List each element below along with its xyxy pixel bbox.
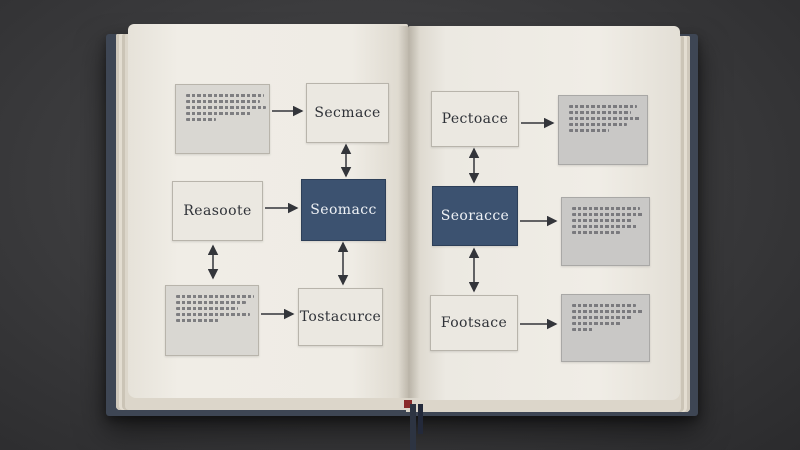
left-top-note	[175, 84, 270, 154]
note-scribble	[572, 231, 620, 234]
note-scribble	[572, 219, 632, 222]
right-bottom-box-text: Footsace	[440, 315, 508, 331]
right-top-box-text: Pectoace	[441, 111, 509, 127]
right-bottom-box: Footsace	[430, 295, 518, 351]
note-scribble	[176, 295, 254, 298]
note-scribble	[569, 117, 641, 120]
right-middle-note	[561, 197, 650, 266]
left-middle-box-text: Reasoote	[183, 203, 252, 219]
note-scribble	[572, 322, 622, 325]
note-scribble	[572, 304, 636, 307]
note-scribble	[569, 105, 637, 108]
bookmark-ribbon-secondary	[418, 404, 423, 434]
note-scribble	[186, 106, 266, 109]
left-middle-dark-box: Seomacc	[301, 179, 386, 241]
right-top-box: Pectoace	[431, 91, 519, 147]
right-top-note	[558, 95, 648, 165]
right-bottom-note	[561, 294, 650, 362]
note-scribble	[176, 313, 250, 316]
bookmark-ribbon	[410, 404, 416, 450]
note-scribble	[569, 111, 631, 114]
note-scribble	[572, 328, 594, 331]
note-scribble	[186, 94, 264, 97]
note-scribble	[176, 307, 238, 310]
left-top-box-text: Secmace	[314, 105, 381, 121]
note-scribble	[572, 213, 644, 216]
left-middle-dark-box-text: Seomacc	[310, 202, 377, 218]
left-bottom-box: Tostacurce	[298, 288, 383, 346]
note-scribble	[186, 118, 216, 121]
note-scribble	[176, 319, 220, 322]
left-middle-box: Reasoote	[172, 181, 263, 241]
note-scribble	[186, 112, 252, 115]
note-scribble	[572, 316, 632, 319]
note-scribble	[176, 301, 246, 304]
left-bottom-box-text: Tostacurce	[299, 309, 382, 325]
right-middle-dark-box-text: Seoracce	[440, 208, 510, 224]
note-scribble	[569, 129, 609, 132]
note-scribble	[572, 310, 644, 313]
left-top-box: Secmace	[306, 83, 389, 143]
note-scribble	[569, 123, 627, 126]
book-gutter	[398, 26, 420, 398]
left-bottom-note	[165, 285, 259, 356]
note-scribble	[572, 207, 640, 210]
note-scribble	[572, 225, 638, 228]
spine-headband	[404, 400, 412, 408]
right-middle-dark-box: Seoracce	[432, 186, 518, 246]
note-scribble	[186, 100, 260, 103]
